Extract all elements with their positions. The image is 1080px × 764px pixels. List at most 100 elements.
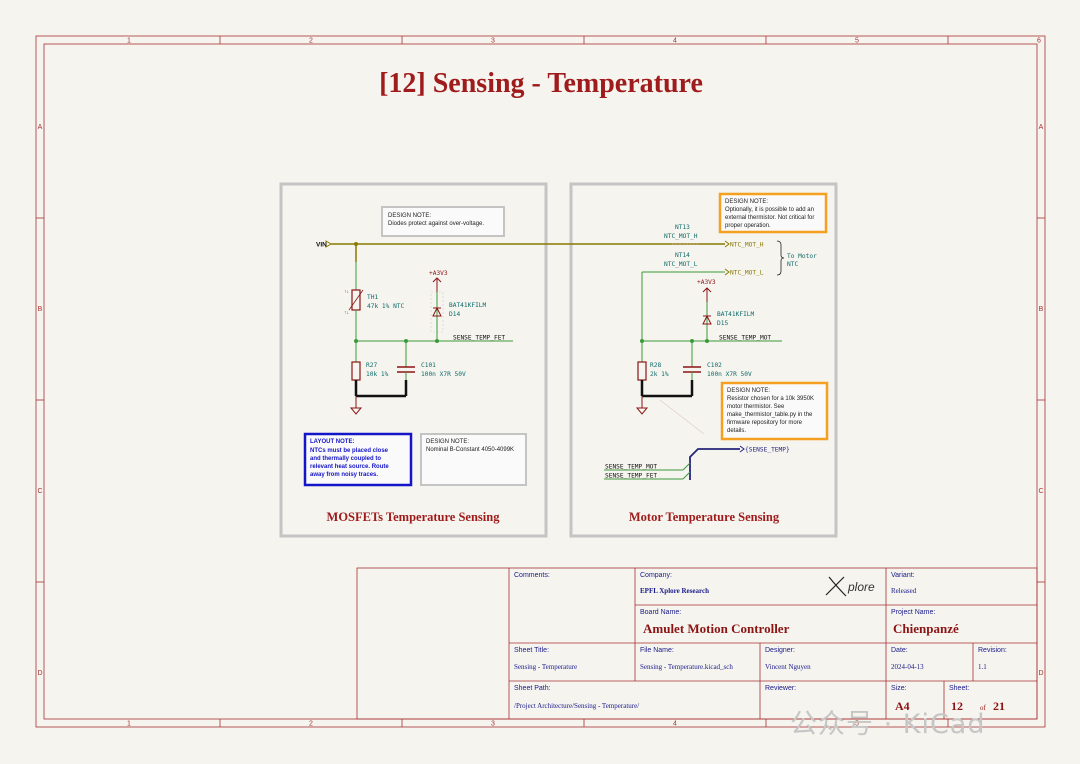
date-value: 2024-04-13 (891, 663, 924, 671)
a3v3-power-icon (432, 277, 442, 292)
variant-label: Variant: (891, 572, 915, 579)
bus-entries (604, 462, 691, 480)
r28-resistor (637, 361, 647, 381)
svg-text:proper operation.: proper operation. (725, 223, 771, 229)
junction (705, 339, 709, 343)
sheet-title-label: Sheet Title: (514, 647, 549, 654)
ntc-mot-h-port-icon (724, 240, 730, 248)
svg-text:DESIGN NOTE:: DESIGN NOTE: (725, 199, 768, 205)
motor-panel (569, 182, 838, 538)
ground-icon (349, 396, 363, 415)
c102-capacitor (683, 362, 701, 380)
d15-ref: D15 (717, 320, 728, 327)
col-label: 4 (673, 38, 677, 45)
d15-diode (702, 302, 712, 341)
title-block-highlight: Amulet Motion Controller Chienpanzé A4 1… (643, 621, 1005, 713)
svg-text:Diodes protect against over-vo: Diodes protect against over-voltage. (388, 221, 484, 227)
mosfet-panel-caption: MOSFETs Temperature Sensing (327, 510, 501, 524)
motor-panel-caption: Motor Temperature Sensing (629, 510, 780, 524)
designer-label: Designer: (765, 647, 795, 654)
sheet-title-value: Sensing - Temperature (514, 663, 577, 671)
ntc-mot-h-label: NTC_MOT_H (730, 242, 764, 249)
junction (354, 339, 358, 343)
th1-value: 47k 1% NTC (367, 303, 405, 310)
row-label: D (37, 670, 42, 677)
board-value: Amulet Motion Controller (643, 621, 790, 636)
sense-temp-bus (689, 448, 740, 480)
junction (690, 339, 694, 343)
sheet-of: of (980, 704, 987, 712)
col-label: 4 (673, 721, 677, 728)
motor-design-note-top: DESIGN NOTE: Optionally, it is possible … (718, 192, 828, 234)
a3v3-power-icon-2 (702, 287, 712, 302)
date-label: Date: (891, 647, 908, 654)
layout-note: LAYOUT NOTE: NTCs must be placed close a… (303, 432, 413, 487)
company-value: EPFL Xplore Research (640, 587, 709, 595)
col-label: 5 (855, 721, 859, 728)
svg-text:↑↓: ↑↓ (344, 289, 349, 295)
svg-text:away from noisy traces.: away from noisy traces. (310, 472, 378, 478)
svg-text:LAYOUT NOTE:: LAYOUT NOTE: (310, 439, 354, 445)
revision-label: Revision: (978, 647, 1007, 654)
col-label: 1 (127, 721, 131, 728)
ground-bar (354, 380, 408, 398)
th1-thermistor: ↑↓ ↑↓ (344, 262, 364, 362)
ntc-mot-l-label: NTC_MOT_L (730, 270, 764, 277)
border-labels: 1 2 3 4 5 6 1 2 3 4 5 A B C D A B C D (37, 38, 1043, 728)
ground-icon-2 (635, 396, 649, 415)
svg-text:details.: details. (727, 428, 746, 434)
mosfet-design-note: DESIGN NOTE: Diodes protect against over… (381, 206, 505, 237)
title-block-labels: Comments: Company: Variant: Board Name: … (514, 572, 1007, 692)
th1-ref: TH1 (367, 294, 378, 301)
board-label: Board Name: (640, 609, 681, 616)
nt14-net: NTC_MOT_L (664, 261, 698, 268)
r27-value: 10k 1% (366, 371, 389, 378)
vin-label: VIN (316, 242, 327, 249)
ntc-mot-l-port-icon (724, 268, 730, 276)
r27-resistor (351, 361, 361, 381)
file-value: Sensing - Temperature.kicad_sch (640, 663, 733, 671)
nt13-ref: NT13 (675, 224, 690, 231)
svg-text:relevant heat source. Route: relevant heat source. Route (310, 464, 389, 470)
sense-fet-wire (356, 340, 513, 362)
junction (640, 339, 644, 343)
sheet-total: 21 (993, 699, 1005, 713)
revision-value: 1.1 (978, 663, 987, 671)
junction (404, 339, 408, 343)
row-label: A (1039, 124, 1044, 131)
variant-value: Released (891, 587, 917, 595)
designer-value: Vincent Nguyen (765, 663, 811, 671)
d15-part: BAT41KFILM (717, 311, 755, 318)
sheet-label: Sheet: (949, 685, 969, 692)
svg-text:DESIGN NOTE:: DESIGN NOTE: (388, 213, 431, 219)
ntc-l-wire (641, 271, 725, 362)
project-label: Project Name: (891, 609, 935, 616)
sense-mot-wire (642, 340, 782, 362)
size-label: Size: (891, 685, 907, 692)
watermark: 公众号 · KiCad (790, 709, 986, 740)
path-value: /Project Architecture/Sensing - Temperat… (514, 702, 639, 710)
col-label: 2 (309, 721, 313, 728)
r28-value: 2k 1% (650, 371, 669, 378)
mosfet-panel (279, 182, 548, 538)
svg-text:↑↓: ↑↓ (344, 310, 349, 316)
c101-value: 100n X7R 50V (421, 371, 466, 378)
bus-port-icon (739, 445, 745, 453)
r28-ref: R28 (650, 362, 661, 369)
brace-icon (776, 240, 785, 276)
reviewer-label: Reviewer: (765, 685, 796, 692)
junction (354, 242, 358, 246)
svg-text:firmware repository for more: firmware repository for more (727, 420, 803, 426)
row-label: D (1038, 670, 1043, 677)
svg-text:Nominal B-Constant 4050-4099K: Nominal B-Constant 4050-4099K (426, 447, 514, 453)
row-label: B (38, 306, 43, 313)
xplore-logo-text: plore (847, 580, 875, 594)
c101-ref: C101 (421, 362, 436, 369)
col-label: 5 (855, 38, 859, 45)
sense-fet-label: SENSE_TEMP_FET (453, 335, 505, 342)
svg-text:Resistor chosen for a 10k 3950: Resistor chosen for a 10k 3950K (727, 396, 814, 402)
note-leader (659, 399, 705, 435)
c101-capacitor (397, 362, 415, 380)
sheet-value: 12 (951, 699, 963, 713)
